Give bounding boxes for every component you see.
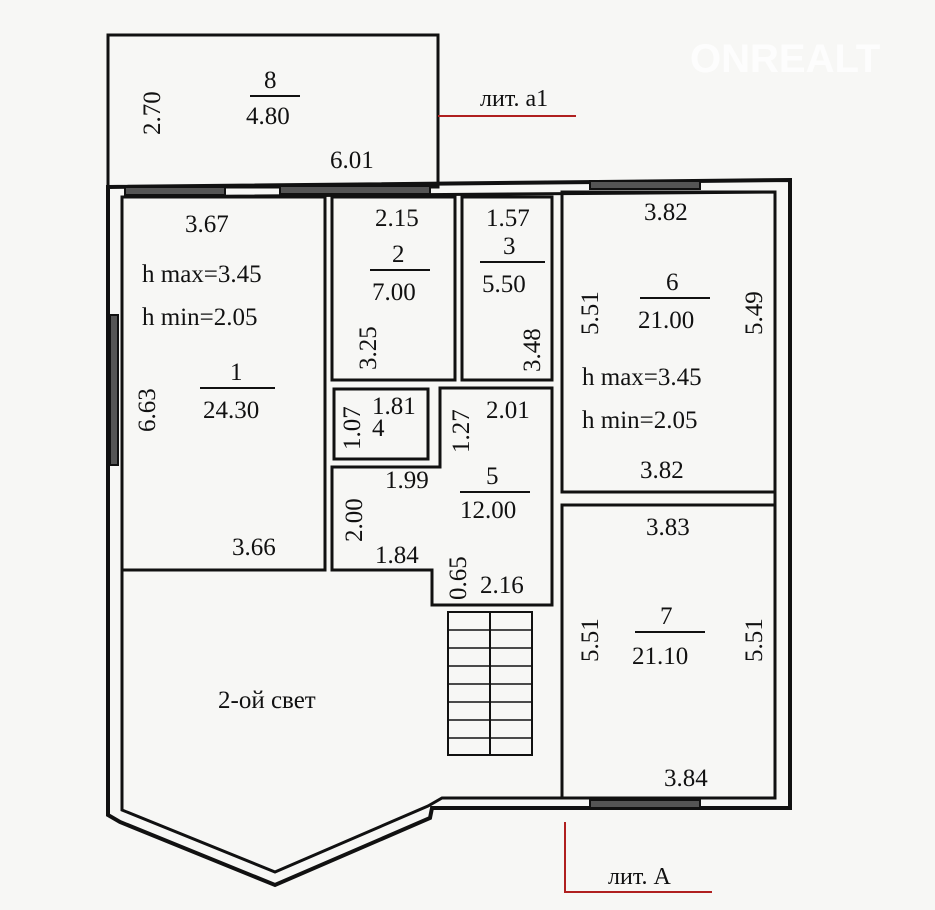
dim-r5-d: 1.84 [375,542,419,569]
room-2-number: 2 [392,241,405,268]
dim-r6-bottom: 3.82 [640,457,684,484]
room-4-outline [332,387,430,461]
room-5-area: 12.00 [460,497,516,524]
room-6-hmin: h min=2.05 [582,407,698,434]
window [279,185,431,195]
dim-r4-side: 1.07 [339,406,366,450]
room-1-outline [120,195,327,572]
dim-r6-top: 3.82 [644,199,688,226]
dim-r2-top: 2.15 [375,205,419,232]
watermark: ONREALT [690,37,880,81]
dim-r5-a: 1.27 [448,409,475,453]
dim-r5-c: 2.00 [341,498,368,542]
room-1-area: 24.30 [203,397,259,424]
dim-r5-b: 2.01 [486,397,530,424]
label-lit-a1: лит. а1 [480,86,548,112]
dim-r7-left: 5.51 [577,618,604,662]
room-5-number: 5 [486,463,499,490]
second-light-label: 2-ой свет [218,687,316,714]
room-7-area: 21.10 [632,643,688,670]
dim-r8-height: 2.70 [139,91,166,135]
room-6-outline [560,190,777,494]
window [589,180,701,190]
room-5-outline [330,386,554,607]
room-2-area: 7.00 [372,279,416,306]
window [109,314,119,466]
room-3-area: 5.50 [482,271,526,298]
dim-r7-bottom: 3.84 [664,765,708,792]
room-6-number: 6 [666,269,679,296]
dim-r8-width: 6.01 [330,147,374,174]
room-7-outline [560,503,777,800]
room-3-number: 3 [503,233,516,260]
room-1-hmin: h min=2.05 [142,304,258,331]
window [589,799,701,809]
outer-wall [106,177,792,888]
room-3-outline [460,195,554,382]
dim-r1-top: 3.67 [185,211,229,238]
room-4-number: 4 [372,415,385,442]
dim-r2-side: 3.25 [355,326,382,370]
room-6-hmax: h max=3.45 [582,364,702,391]
leader-line [564,822,712,893]
window [124,186,226,196]
room-1-hmax: h max=3.45 [142,261,262,288]
dim-r5-e: 0.65 [445,556,472,600]
room-8-number: 8 [264,67,277,94]
staircase [447,611,533,756]
dim-r5-f: 2.16 [480,572,524,599]
dim-r4-bottom: 1.99 [385,467,429,494]
room-1-number: 1 [230,359,243,386]
dim-r6-right: 5.49 [741,291,768,335]
fraction-bars [200,95,710,633]
dim-r1-bottom: 3.66 [232,534,276,561]
dim-r7-right: 5.51 [741,618,768,662]
dim-r3-top: 1.57 [486,205,530,232]
dim-r3-side: 3.48 [519,328,546,372]
dim-r4-top: 1.81 [372,393,416,420]
room-6-area: 21.00 [638,307,694,334]
label-lit-A: лит. А [608,864,672,890]
dim-r7-top: 3.83 [646,514,690,541]
room-7-number: 7 [660,603,673,630]
room-2-outline [330,195,457,382]
room-8-area: 4.80 [246,103,290,130]
dim-r1-left: 6.63 [134,388,161,432]
dim-r6-left: 5.51 [577,291,604,335]
